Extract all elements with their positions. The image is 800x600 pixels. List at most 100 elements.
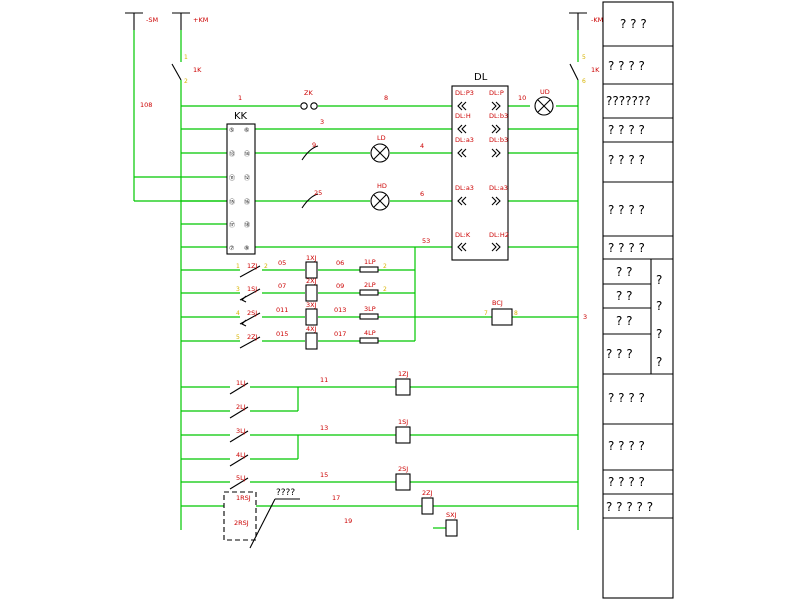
- ld-label: LD: [377, 134, 386, 142]
- term-c: 3: [236, 286, 240, 293]
- wire-4: 4: [420, 142, 424, 150]
- row-red-lamp: 25 HD 6: [181, 182, 578, 211]
- wire-06: 06: [336, 259, 344, 267]
- bus-plus-km: +KM 1K 1 2: [171, 12, 208, 530]
- dl-left-1: DL:P3: [455, 89, 474, 97]
- term-bcj-2: 8: [514, 310, 518, 317]
- dl-left-4: DL:a3: [455, 184, 474, 192]
- panel-row-14: ? ? ? ?: [608, 475, 645, 489]
- fuse-left-term-2: 2: [184, 78, 188, 85]
- plate-1lp: [359, 266, 379, 273]
- kk-pin-10: ⑱: [244, 221, 250, 229]
- wire-19: 19: [344, 517, 352, 525]
- wire-013: 013: [334, 306, 346, 314]
- term-e: 5: [236, 334, 240, 341]
- panel-row-12: ? ? ? ?: [608, 391, 645, 405]
- dl-left-2: DL:H: [455, 112, 471, 120]
- wire-11: 11: [320, 376, 328, 384]
- sxj-label: SXJ: [446, 511, 457, 519]
- zk-label: ZK: [304, 89, 313, 97]
- row-3: 3: [181, 118, 578, 130]
- fuse-right-term-1: 5: [582, 54, 586, 61]
- term-a: 1: [236, 263, 240, 270]
- side-panel: ? ? ? ? ? ? ? ??????? ? ? ? ? ? ? ? ? ? …: [602, 1, 674, 599]
- contact-1zj: [239, 265, 261, 278]
- selector-box: [223, 491, 257, 541]
- zk-contact-left: [300, 102, 308, 110]
- kk-pin-4: ⑭: [244, 150, 250, 158]
- dl-title: DL: [474, 72, 488, 83]
- coil-3xj: [305, 308, 318, 326]
- kk-pin-12: ⑧: [244, 245, 249, 252]
- plate-4lp: [359, 337, 379, 344]
- wire-17: 17: [332, 494, 340, 502]
- panel-side-4: ?: [656, 355, 662, 369]
- bus-minus-km: -KM 1K 5 6: [569, 12, 603, 530]
- relay-label-2: 1SJ: [247, 285, 257, 293]
- plate-label-4: 4LP: [364, 329, 376, 337]
- selector-top-label: 1RSJ: [236, 494, 251, 502]
- kk-switch: KK ⑤ ⑥ ⑬ ⑭ ⑪ ⑫ ⑮ ⑯ ⑰ ⑱ ⑦ ⑧: [226, 111, 256, 255]
- wire-3-right: 3: [583, 313, 587, 321]
- kk-pin-6: ⑫: [244, 174, 250, 182]
- wire-53: 53: [422, 237, 430, 245]
- coil-4xj: [305, 332, 318, 350]
- wire-011: 011: [276, 306, 288, 314]
- kk-pin-11: ⑦: [229, 245, 234, 252]
- selector-lever: [249, 498, 276, 549]
- coil-1zj-lower: [395, 378, 411, 396]
- zzj-label: 2ZJ: [422, 489, 433, 497]
- coil-2zj-lower: [421, 497, 434, 515]
- relay-label-3: 2SJ: [247, 309, 257, 317]
- panel-side-1: ?: [656, 273, 662, 287]
- fuse-right-term-2: 6: [582, 78, 586, 85]
- lower-contact-2: 2LJ: [236, 403, 246, 411]
- coil-label-1: 1XJ: [306, 254, 317, 262]
- kk-pin-7: ⑮: [229, 198, 235, 206]
- wire-108: 108: [140, 101, 152, 109]
- wire-8: 8: [384, 94, 388, 102]
- kk-pin-2: ⑥: [244, 127, 249, 134]
- wire-05: 05: [278, 259, 286, 267]
- coil-label-2: 2XJ: [306, 277, 317, 285]
- wire-15: 15: [320, 471, 328, 479]
- coil-1xj: [305, 261, 318, 279]
- bcj-label: BCJ: [492, 299, 503, 307]
- wire-25: 25: [314, 189, 322, 197]
- coil-1sj-lower: [395, 426, 411, 444]
- panel-side-3: ?: [656, 327, 662, 341]
- term-bcj-1: 7: [484, 310, 488, 317]
- term-b: 2: [264, 263, 268, 270]
- lower-rows: 1LJ 2LJ 11 1ZJ 3LJ 4LJ 13 1SJ 5LJ 15 2SJ…: [181, 370, 578, 549]
- panel-row-9: ? ?: [616, 289, 633, 303]
- selector-bottom-label: 2RSJ: [234, 519, 249, 527]
- minus-sm-label: -SM: [146, 16, 158, 24]
- panel-row-15: ? ? ? ? ?: [606, 500, 653, 514]
- panel-row-10: ? ?: [616, 314, 633, 328]
- panel-row-3: ???????: [606, 94, 651, 108]
- fuse-right-blade: [569, 63, 579, 81]
- hd-label: HD: [377, 182, 387, 190]
- term-plate-2: 2: [383, 286, 387, 293]
- signal-rows: 1ZJ 1SJ 2SJ 2ZJ 1XJ 2XJ 3XJ 4XJ 1LP 2LP …: [181, 247, 587, 350]
- wire-13: 13: [320, 424, 328, 432]
- plate-label-3: 3LP: [364, 305, 376, 313]
- wire-10: 10: [518, 94, 526, 102]
- contact-2zj: [239, 336, 261, 349]
- panel-row-13: ? ? ? ?: [608, 439, 645, 453]
- contact-1lj: [229, 382, 249, 395]
- dl-right-2: DL:b3: [489, 112, 508, 120]
- contact-5lj: [229, 477, 249, 490]
- coil-2xj: [305, 284, 318, 302]
- dl-right-1: DL:P: [489, 89, 504, 97]
- kk-pin-3: ⑬: [229, 150, 235, 158]
- panel-row-11: ? ? ?: [606, 347, 633, 361]
- panel-row-8: ? ?: [616, 265, 633, 279]
- kk-pin-1: ⑤: [229, 127, 234, 134]
- row-closing: ZK 1 8 10 UD: [181, 88, 578, 116]
- panel-side-2: ?: [656, 299, 662, 313]
- plus-km-label: +KM: [193, 16, 208, 24]
- ud-label: UD: [540, 88, 550, 96]
- lower-coil-3: 2SJ: [398, 465, 408, 473]
- dl-right-5: DL:H2: [489, 231, 509, 239]
